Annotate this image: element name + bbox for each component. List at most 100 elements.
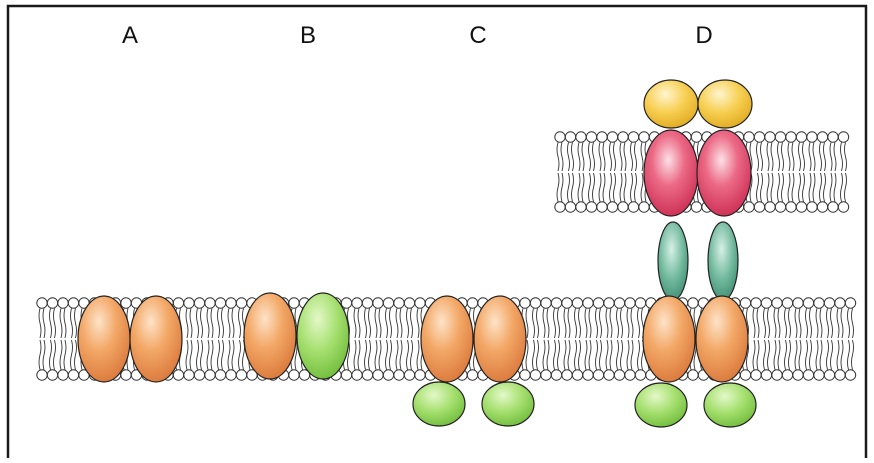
lipid-tail — [385, 308, 388, 339]
lipid-head — [816, 201, 829, 213]
lipid-tail — [812, 172, 816, 202]
lipid-head — [781, 369, 794, 381]
protein-b-left — [243, 292, 297, 380]
lipid-tail — [840, 172, 843, 202]
lipid-tail — [626, 339, 630, 370]
lipid-tail — [787, 142, 791, 172]
proteins-layer — [77, 79, 757, 428]
lipid-head — [795, 131, 808, 143]
lipid-tail — [353, 308, 357, 339]
lipid-tail — [357, 308, 361, 339]
domain-d-lower-left — [634, 382, 688, 428]
lipid-tail — [777, 339, 781, 370]
lipid-tail — [616, 308, 619, 339]
lipid-head — [351, 369, 363, 381]
lipid-head — [624, 297, 636, 309]
lipid-tail — [781, 142, 784, 172]
lipid-head — [806, 201, 818, 213]
lipid-head — [403, 297, 416, 309]
lipid-tail — [605, 308, 609, 339]
lipid-head — [806, 131, 818, 143]
lipid-head — [638, 201, 650, 213]
lipid-tail — [620, 308, 623, 339]
lipid-tail — [525, 339, 529, 370]
lipid-tail — [766, 142, 770, 172]
lipid-tail — [581, 172, 585, 202]
lipid-tail — [823, 172, 826, 202]
lipid-head — [403, 369, 416, 381]
lipid-tail — [416, 308, 420, 339]
lipid-tail — [809, 339, 812, 370]
lipid-tail — [553, 339, 556, 370]
lipid-head — [617, 131, 629, 143]
domain-c-left — [412, 381, 466, 427]
lipid-head — [120, 369, 132, 381]
lipid-head — [596, 131, 608, 143]
lipid-tail — [567, 339, 571, 370]
domain-d-lower-right — [703, 382, 757, 428]
lipid-tail — [613, 142, 616, 172]
lipid-tail — [294, 339, 298, 370]
lipid-tail — [532, 339, 535, 370]
lipid-head — [554, 201, 566, 213]
lipid-tail — [851, 308, 854, 339]
lipid-tail — [756, 142, 759, 172]
lipid-tail — [833, 142, 837, 172]
lipid-head — [634, 297, 647, 309]
lipid-tail — [567, 172, 570, 202]
lipid-tail — [794, 339, 798, 370]
lipid-head — [837, 131, 850, 143]
lipid-tail — [773, 308, 777, 339]
lipid-tail — [840, 142, 843, 172]
lipid-head — [760, 297, 773, 309]
lipid-tail — [749, 172, 753, 202]
protein-c-right — [473, 295, 527, 383]
lipid-tail — [599, 308, 602, 339]
lipid-head — [760, 369, 773, 381]
lipid-tail — [189, 308, 193, 339]
lipid-head — [519, 297, 531, 309]
lipid-head — [550, 369, 563, 381]
lipid-tail — [227, 308, 231, 339]
linker-d-left — [657, 221, 689, 301]
lipid-tail — [773, 339, 777, 370]
lipid-tail — [574, 339, 577, 370]
lipid-head — [827, 201, 839, 213]
lipid-tail — [830, 308, 833, 339]
lipid-head — [466, 297, 479, 309]
lipid-head — [792, 297, 804, 309]
lipid-head — [774, 201, 787, 213]
lipid-head — [225, 369, 237, 381]
lipid-head — [564, 131, 577, 143]
lipid-tail — [368, 308, 371, 339]
lipid-head — [519, 369, 531, 381]
lipid-tail — [556, 142, 560, 172]
lipid-tail — [609, 142, 612, 172]
lipid-head — [771, 369, 783, 381]
lipid-tail — [189, 339, 193, 370]
lipid-tail — [238, 308, 241, 339]
lipid-head — [606, 131, 619, 143]
lipid-tail — [819, 172, 822, 202]
linker-d-right — [707, 221, 739, 301]
lipid-head — [46, 297, 59, 309]
lipid-tail — [347, 339, 350, 370]
lipid-tail — [830, 339, 833, 370]
lipid-tail — [588, 142, 591, 172]
lipid-head — [687, 369, 699, 381]
lipid-head — [288, 297, 300, 309]
lipid-tail — [847, 339, 850, 370]
lipid-tail — [805, 339, 808, 370]
lipid-head — [827, 131, 839, 143]
lipid-tail — [536, 339, 539, 370]
lipid-head — [764, 201, 776, 213]
lipid-tail — [840, 308, 844, 339]
lipid-head — [596, 201, 608, 213]
lipid-head — [235, 369, 248, 381]
lipid-tail — [410, 308, 413, 339]
lipid-tail — [74, 308, 77, 339]
lipid-tail — [49, 339, 52, 370]
lipid-tail — [59, 308, 63, 339]
lipid-tail — [823, 142, 826, 172]
lipid-tail — [781, 172, 784, 202]
